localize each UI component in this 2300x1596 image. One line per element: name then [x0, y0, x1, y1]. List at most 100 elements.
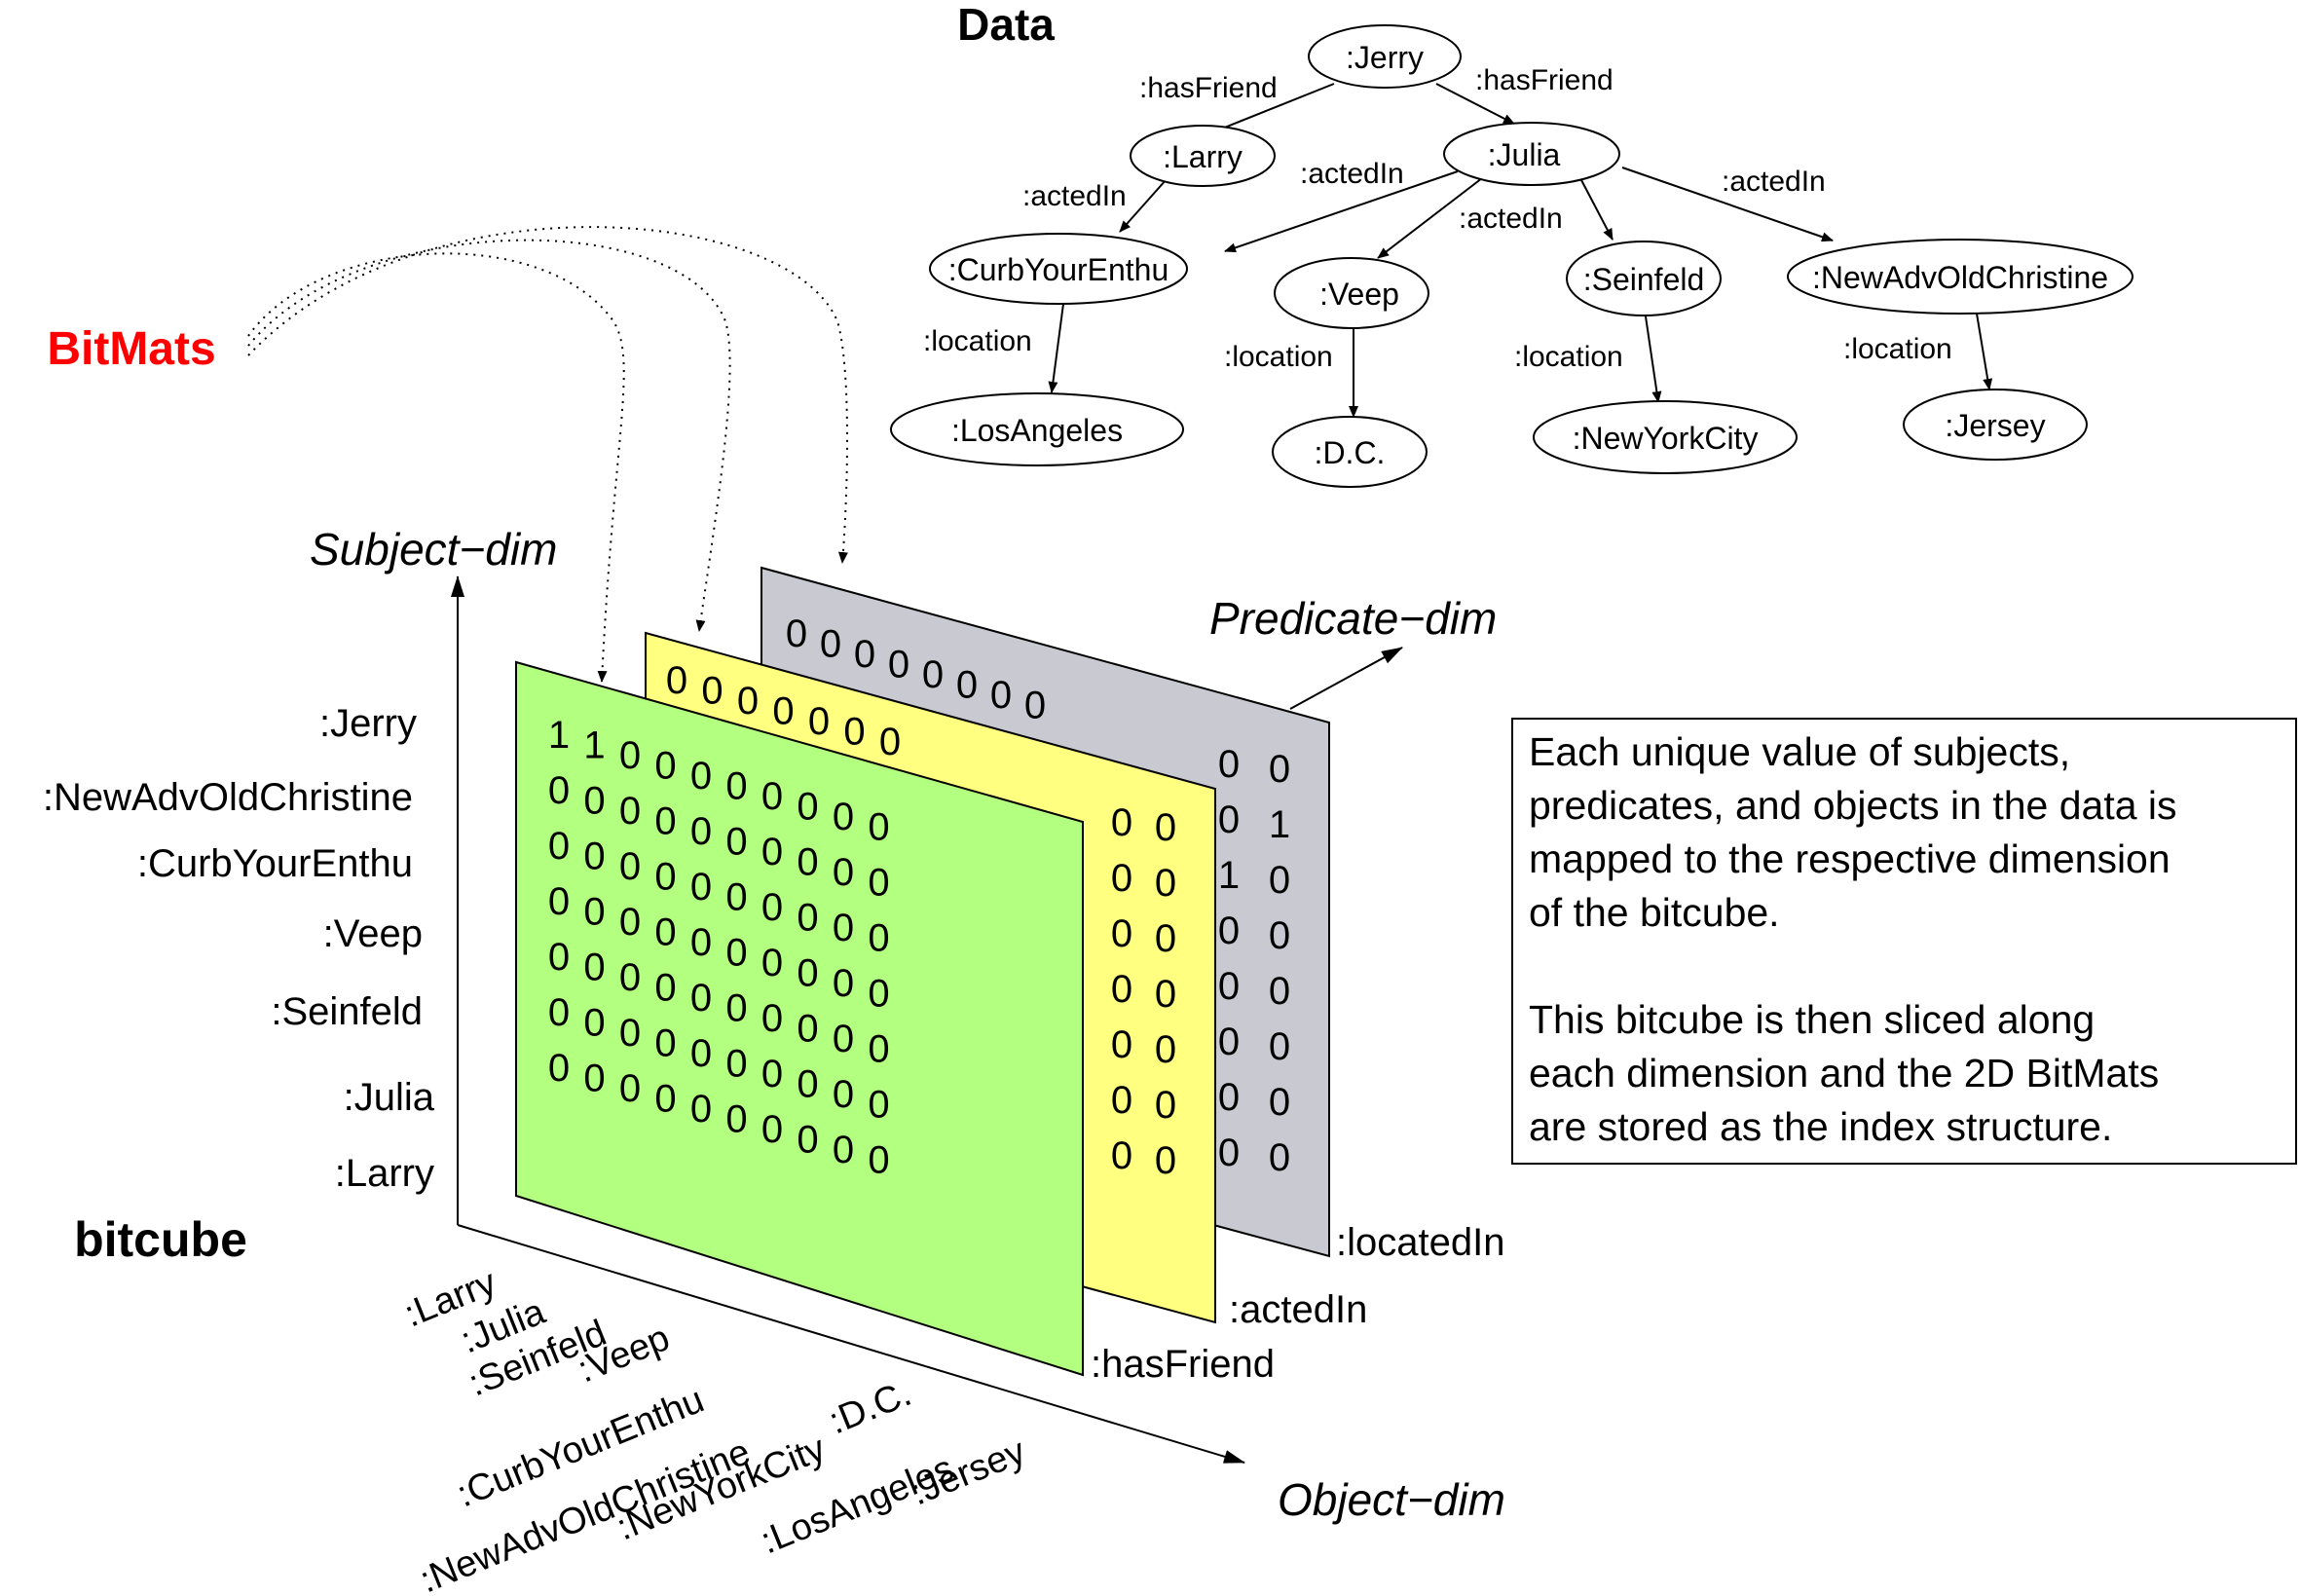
edge-curb-la [1048, 303, 1064, 393]
matrix-cell-locatedin: 0 [1269, 970, 1290, 1013]
matrix-cell-hasfriend: 0 [761, 831, 783, 873]
matrix-cell-hasfriend: 0 [761, 1108, 783, 1151]
object-axis-label: Object−dim [1278, 1474, 1505, 1525]
matrix-cell-locatedin: 0 [1269, 914, 1290, 957]
data-title: Data [957, 0, 1055, 50]
subject-label-newadvoldchristine: :NewAdvOldChristine [43, 776, 413, 819]
matrix-cell-actedin: 0 [1155, 1028, 1176, 1071]
edge-label-actedin-3: :actedIn [1459, 203, 1563, 235]
subject-label-seinfeld: :Seinfeld [271, 990, 423, 1033]
matrix-cell-hasfriend: 0 [690, 1088, 712, 1131]
matrix-cell-locatedin: 0 [786, 612, 807, 655]
object-axis [457, 1224, 1245, 1464]
matrix-cell-hasfriend: 0 [654, 967, 676, 1010]
matrix-cell-locatedin: 0 [1269, 1136, 1290, 1179]
matrix-cell-actedin: 0 [843, 711, 865, 754]
subject-labels: :Jerry :NewAdvOldChristine :CurbYourEnth… [43, 702, 435, 1195]
matrix-cell-hasfriend: 0 [548, 1047, 570, 1090]
description-text: Each unique value of subjects, predicate… [1529, 729, 2177, 1149]
matrix-cell-locatedin: 0 [1218, 965, 1240, 1008]
matrix-cell-hasfriend: 0 [868, 917, 889, 960]
matrix-cell-hasfriend: 0 [619, 790, 641, 833]
matrix-cell-actedin: 0 [1155, 862, 1176, 905]
matrix-cell-locatedin: 1 [1269, 803, 1290, 846]
node-jerry: :Jerry [1308, 24, 1462, 89]
matrix-cell-hasfriend: 0 [833, 796, 854, 838]
node-seinfeld: :Seinfeld [1566, 241, 1722, 316]
matrix-cell-actedin: 0 [879, 721, 901, 763]
matrix-cell-actedin: 0 [1111, 1079, 1132, 1122]
matrix-cell-hasfriend: 0 [583, 946, 605, 989]
node-veep: :Veep [1274, 257, 1429, 329]
matrix-cell-actedin: 0 [1111, 1023, 1132, 1066]
matrix-cell-actedin: 0 [1155, 917, 1176, 960]
matrix-cell-hasfriend: 0 [583, 1002, 605, 1045]
edge-jerry-larry [1206, 83, 1335, 135]
subject-label-larry: :Larry [335, 1152, 434, 1195]
matrix-cell-locatedin: 0 [1218, 1076, 1240, 1119]
matrix-cell-hasfriend: 0 [797, 1008, 818, 1051]
bitmats-title: BitMats [47, 323, 215, 375]
matrix-cell-hasfriend: 0 [761, 1053, 783, 1095]
matrix-cell-actedin: 0 [1155, 973, 1176, 1016]
matrix-cell-actedin: 0 [1111, 968, 1132, 1011]
node-julia: :Julia [1443, 122, 1620, 186]
matrix-cell-hasfriend: 0 [583, 891, 605, 934]
edge-julia-curb [1224, 170, 1459, 253]
slice-label-actedin: :actedIn [1229, 1288, 1367, 1331]
node-jersey: :Jersey [1903, 389, 2088, 461]
matrix-cell-hasfriend: 0 [548, 991, 570, 1034]
matrix-cell-hasfriend: 0 [833, 907, 854, 949]
svg-text::Seinfeld: :Seinfeld [1583, 262, 1705, 297]
matrix-cell-actedin: 0 [666, 659, 687, 702]
matrix-cell-hasfriend: 0 [619, 901, 641, 944]
matrix-cell-hasfriend: 0 [868, 973, 889, 1016]
slice-label-hasfriend: :hasFriend [1091, 1343, 1275, 1386]
matrix-cell-hasfriend: 0 [725, 821, 747, 864]
matrix-cell-hasfriend: 0 [797, 786, 818, 829]
svg-text::Jerry: :Jerry [1346, 40, 1424, 75]
bitmats-arcs [247, 226, 848, 683]
matrix-cell-hasfriend: 0 [761, 886, 783, 929]
svg-text::CurbYourEnthu: :CurbYourEnthu [948, 252, 1169, 287]
matrix-cell-actedin: 0 [1111, 857, 1132, 900]
matrix-cell-hasfriend: 0 [725, 1043, 747, 1086]
matrix-cell-actedin: 0 [1111, 912, 1132, 955]
matrix-cell-locatedin: 0 [1218, 798, 1240, 841]
node-newadvoldchristine: :NewAdvOldChristine [1787, 239, 2133, 315]
edge-label-location-3: :location [1514, 341, 1623, 373]
edge-label-actedin-4: :actedIn [1722, 166, 1826, 198]
edge-jerry-julia [1435, 83, 1515, 125]
matrix-cell-locatedin: 0 [1269, 859, 1290, 902]
matrix-cell-hasfriend: 0 [833, 851, 854, 894]
matrix-cell-hasfriend: 0 [833, 1018, 854, 1060]
matrix-cell-locatedin: 0 [1218, 1132, 1240, 1174]
predicate-axis-label: Predicate−dim [1209, 593, 1497, 644]
matrix-cell-actedin: 0 [701, 670, 723, 713]
matrix-cell-locatedin: 0 [990, 674, 1012, 717]
matrix-cell-hasfriend: 0 [690, 921, 712, 964]
matrix-cell-hasfriend: 0 [654, 1078, 676, 1121]
description-line: mapped to the respective dimension [1529, 836, 2170, 881]
matrix-cell-hasfriend: 0 [725, 932, 747, 975]
matrix-cell-hasfriend: 0 [725, 765, 747, 808]
arc-to-green [247, 252, 625, 683]
slice-hasfriend [515, 660, 1084, 1377]
object-label-dc: :D.C. [824, 1373, 917, 1442]
arc-to-gray [247, 226, 848, 564]
subject-axis-label: Subject−dim [310, 524, 557, 575]
bitcube-title: bitcube [74, 1212, 247, 1267]
subject-label-curbyourenthu: :CurbYourEnthu [137, 842, 413, 885]
graph-nodes: :Jerry :Larry :Julia :CurbYourEnthu :Vee… [890, 24, 2133, 488]
matrix-cell-locatedin: 0 [1269, 1081, 1290, 1124]
node-dc: :D.C. [1272, 416, 1428, 488]
svg-text::Larry: :Larry [1163, 139, 1243, 174]
svg-text::NewAdvOldChristine: :NewAdvOldChristine [1812, 260, 2108, 295]
matrix-cell-hasfriend: 0 [690, 810, 712, 853]
matrix-cell-actedin: 0 [1155, 1139, 1176, 1182]
edge-label-actedin-1: :actedIn [1022, 180, 1127, 212]
